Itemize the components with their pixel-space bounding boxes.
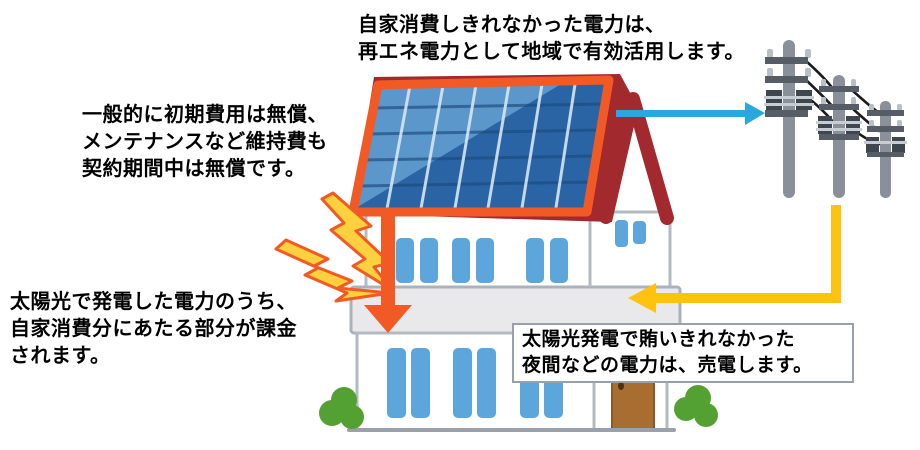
annotation-line: 再エネ電力として地域で有効活用します。	[358, 41, 745, 63]
annotation-line: 太陽光で発電した電力のうち、	[10, 291, 297, 313]
annotation-line: 太陽光発電で賄いきれなかった	[522, 329, 796, 350]
bush-icon	[319, 385, 718, 429]
annotation-line: 夜間などの電力は、売電します。	[522, 355, 813, 376]
grid-import-arrow	[628, 205, 841, 313]
utility-pole-icon	[816, 75, 862, 198]
annotation-billing: 太陽光で発電した電力のうち、 自家消費分にあたる部分が課金 されます。	[10, 289, 297, 370]
lightning-bolts-icon	[274, 191, 394, 303]
annotation-line: 一般的に初期費用は無償、	[82, 104, 328, 126]
utility-pole-icon	[864, 101, 907, 198]
annotation-sell-power-box: 太陽光発電で賄いきれなかった 夜間などの電力は、売電します。	[512, 323, 854, 383]
annotation-surplus-power: 自家消費しきれなかった電力は、 再エネ電力として地域で有効活用します。	[358, 12, 745, 66]
annotation-line: されます。	[10, 345, 111, 367]
annotation-line: 自家消費しきれなかった電力は、	[358, 14, 666, 36]
annotation-line: メンテナンスなど維持費も	[82, 131, 328, 153]
utility-pole-icon	[764, 40, 814, 198]
annotation-line: 契約期間中は無償です。	[82, 158, 306, 180]
self-consumption-arrow	[364, 209, 412, 333]
utility-poles-icon	[764, 40, 907, 198]
grid-export-arrow	[616, 102, 765, 125]
solar-panel-icon	[348, 75, 614, 217]
annotation-maintenance-free: 一般的に初期費用は無償、 メンテナンスなど維持費も 契約期間中は無償です。	[82, 102, 328, 183]
annotation-line: 自家消費分にあたる部分が課金	[10, 318, 297, 340]
window-icon	[396, 220, 646, 283]
